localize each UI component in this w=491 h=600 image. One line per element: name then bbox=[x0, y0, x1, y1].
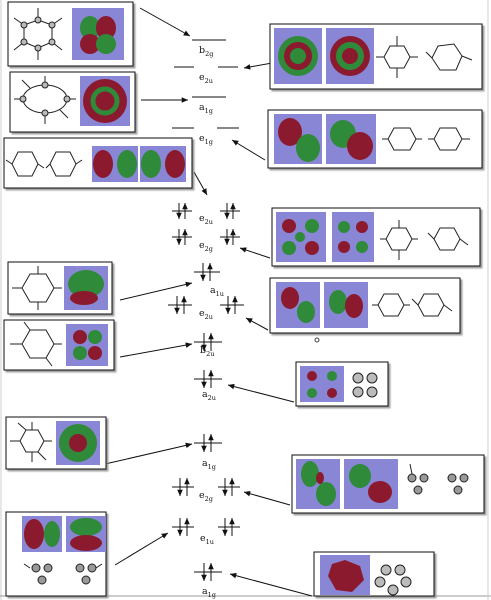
level-label: e2g bbox=[199, 490, 213, 503]
orbital-image bbox=[332, 212, 374, 262]
orbital-panel-e2g-mid bbox=[271, 207, 481, 267]
arrow-b2g bbox=[139, 7, 191, 37]
ball-stick-model bbox=[352, 372, 378, 398]
arrow-a1g-mid bbox=[104, 442, 193, 465]
arrow-e2g-low bbox=[243, 491, 291, 506]
energy-levels: b2g e2u a1g e1g e2u bbox=[168, 39, 244, 599]
level-label: b2g bbox=[199, 45, 213, 58]
orbital-panel-a1u bbox=[7, 261, 113, 315]
orbital-image bbox=[300, 366, 344, 402]
arrow-e2u-low bbox=[245, 317, 269, 331]
orbital-image bbox=[66, 324, 108, 366]
orbital-panel-e1g bbox=[267, 109, 483, 169]
level-e1g: e1g bbox=[172, 127, 239, 146]
orbital-panel-e1u bbox=[5, 511, 107, 597]
orbital-panel-a1g-top bbox=[9, 71, 136, 133]
orbital-panel-e2g-low bbox=[291, 454, 485, 514]
level-a1u: a1u bbox=[194, 263, 224, 298]
orbital-image bbox=[276, 282, 320, 328]
ball-stick-model bbox=[407, 463, 469, 495]
ball-stick-model bbox=[382, 127, 470, 151]
level-label: e1g bbox=[199, 133, 213, 146]
arrow-e1g bbox=[231, 139, 266, 161]
orbital-panel-e2u-mid bbox=[3, 137, 193, 189]
orbital-panel-b2u bbox=[3, 319, 115, 371]
ball-stick-model bbox=[372, 293, 453, 317]
level-e2u-low: e2u bbox=[168, 296, 244, 321]
level-label: e2u bbox=[199, 72, 213, 85]
orbital-panel-a2u bbox=[295, 361, 389, 407]
level-label: a1g bbox=[199, 102, 213, 115]
orbital-panel-e2u-low bbox=[269, 277, 461, 334]
ball-stick-model bbox=[380, 220, 469, 260]
level-e2u-top: e2u bbox=[174, 66, 238, 85]
ball-stick-model bbox=[10, 321, 62, 367]
ball-stick-model bbox=[376, 36, 473, 78]
ball-stick-model bbox=[13, 8, 63, 60]
level-label: b2u bbox=[200, 345, 214, 358]
ball-stick-model bbox=[10, 422, 52, 462]
orbital-panel-a1g-low bbox=[313, 551, 435, 597]
arrow-a2u bbox=[227, 383, 295, 403]
arrow-e2u-mid bbox=[193, 171, 208, 196]
level-a1g-low: a1g bbox=[194, 563, 222, 599]
arrow-e2g-mid bbox=[239, 247, 271, 259]
level-e2g-mid: e2g bbox=[172, 229, 240, 253]
arrow-a1u bbox=[119, 281, 193, 301]
level-label: a1u bbox=[210, 285, 224, 298]
ball-stick-model bbox=[23, 563, 103, 585]
level-label: a1g bbox=[202, 458, 216, 471]
level-a2u: a2u bbox=[194, 370, 222, 402]
arrow-b2u bbox=[119, 342, 193, 358]
level-e1u: e1u bbox=[172, 518, 240, 546]
ball-stick-model bbox=[12, 266, 62, 310]
level-e2g-low: e2g bbox=[172, 478, 240, 503]
level-label: e2g bbox=[199, 240, 213, 253]
level-b2u: b2u bbox=[194, 333, 222, 358]
level-label: a2u bbox=[202, 389, 216, 402]
level-b2g-top: b2g bbox=[192, 39, 226, 58]
orbital-panel-a1g-mid bbox=[5, 416, 107, 470]
level-label: e1u bbox=[200, 533, 214, 546]
orbital-panel-b2g bbox=[7, 1, 134, 67]
stray-mark bbox=[314, 337, 320, 343]
ball-stick-model bbox=[5, 151, 83, 177]
level-label: a1g bbox=[202, 586, 216, 599]
ball-stick-model bbox=[14, 76, 76, 124]
arrow-a1g-low bbox=[229, 572, 313, 597]
level-label: e2u bbox=[199, 308, 213, 321]
level-label: e2u bbox=[199, 213, 213, 226]
arrow-e1u bbox=[114, 532, 169, 566]
ball-stick-model bbox=[374, 564, 412, 596]
level-a1g-top: a1g bbox=[192, 96, 226, 115]
level-e2u-mid: e2u bbox=[172, 203, 240, 226]
orbital-panel-e2u-top bbox=[269, 23, 483, 90]
level-a1g-mid: a1g bbox=[194, 434, 222, 471]
